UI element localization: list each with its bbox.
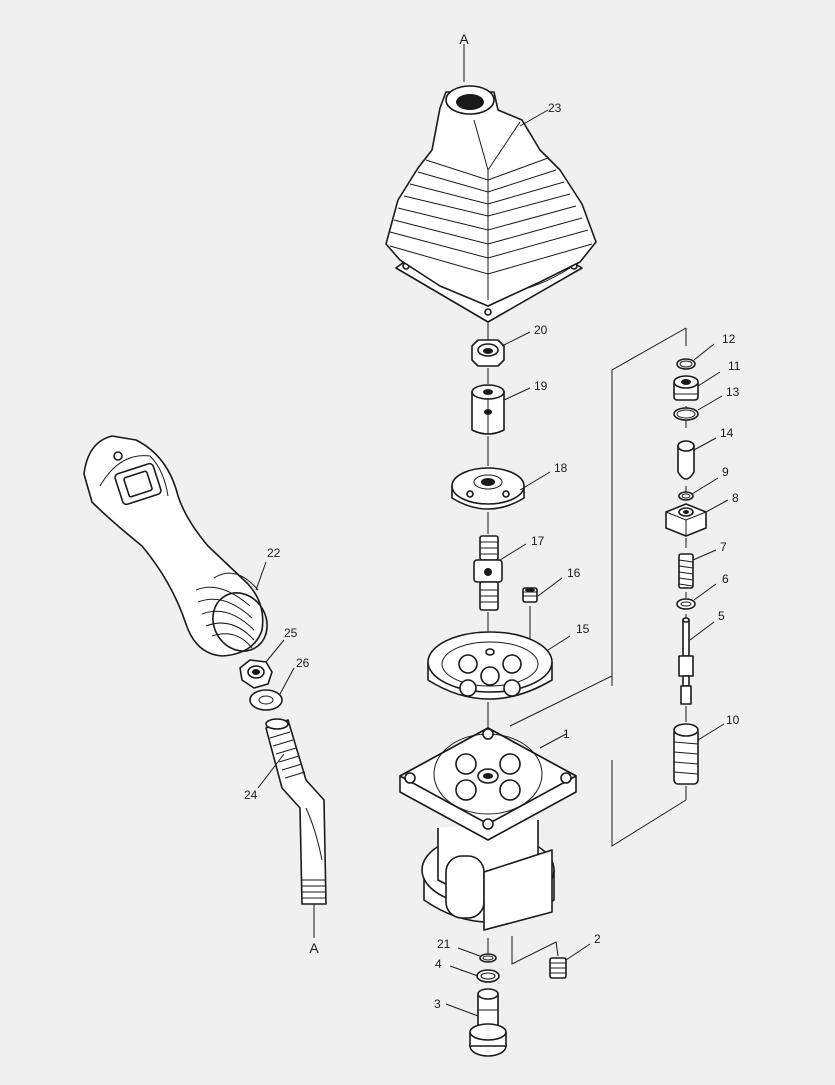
part-26-washer [249, 667, 295, 711]
part-22-joystick-grip [83, 435, 268, 657]
callout-labels: 1 2 3 4 5 6 7 8 9 10 11 12 13 14 15 16 1… [244, 101, 741, 1011]
part-5-spool-pin [678, 617, 715, 705]
callout-25: 25 [284, 626, 298, 640]
callout-18: 18 [554, 461, 568, 475]
part-7-spring [678, 549, 717, 589]
detail-bracket-lines [509, 327, 687, 847]
callout-8: 8 [732, 491, 739, 505]
part-17-universal-joint [473, 535, 527, 611]
callout-7: 7 [720, 540, 727, 554]
part-13-o-ring [673, 395, 723, 421]
part-2-plug [511, 936, 591, 979]
callout-11: 11 [728, 359, 741, 373]
callout-6: 6 [722, 572, 729, 586]
callout-16: 16 [567, 566, 581, 580]
part-21-o-ring [457, 947, 497, 963]
part-18-cam-plate [451, 467, 551, 510]
part-12-o-ring [676, 343, 715, 370]
connector-a-top: A [459, 31, 469, 47]
callout-12: 12 [722, 332, 736, 346]
callout-24: 24 [244, 788, 258, 802]
callout-9: 9 [722, 465, 729, 479]
callout-10: 10 [726, 713, 740, 727]
callout-22: 22 [267, 546, 281, 560]
callout-26: 26 [296, 656, 310, 670]
part-3-spool [445, 988, 507, 1057]
callout-21: 21 [437, 937, 451, 951]
callout-23: 23 [548, 101, 562, 115]
callout-15: 15 [576, 622, 590, 636]
part-24-lever-rod: A [257, 718, 327, 956]
connector-a-bottom: A [309, 940, 319, 956]
callout-14: 14 [720, 426, 734, 440]
callout-5: 5 [718, 609, 725, 623]
part-14-push-rod [677, 437, 717, 480]
part-10-return-spring [673, 723, 725, 785]
part-16-set-screw [522, 577, 563, 603]
callout-4: 4 [435, 957, 442, 971]
part-9-clip [678, 477, 719, 501]
part-11-seal [673, 371, 721, 401]
callout-3: 3 [434, 997, 441, 1011]
callout-17: 17 [531, 534, 545, 548]
callout-20: 20 [534, 323, 548, 337]
part-8-guide-block [665, 499, 729, 537]
part-23-rubber-boot: A [385, 31, 597, 323]
callout-1: 1 [563, 727, 570, 741]
callout-13: 13 [726, 385, 740, 399]
part-25-nut [239, 639, 285, 689]
callout-2: 2 [594, 932, 601, 946]
callout-19: 19 [534, 379, 548, 393]
part-15-guide-plate [427, 631, 571, 700]
part-4-o-ring [449, 965, 500, 983]
part-1-housing [399, 727, 577, 931]
part-6-washer [676, 583, 717, 610]
part-19-coupler [471, 384, 531, 435]
part-20-nut [471, 331, 531, 367]
